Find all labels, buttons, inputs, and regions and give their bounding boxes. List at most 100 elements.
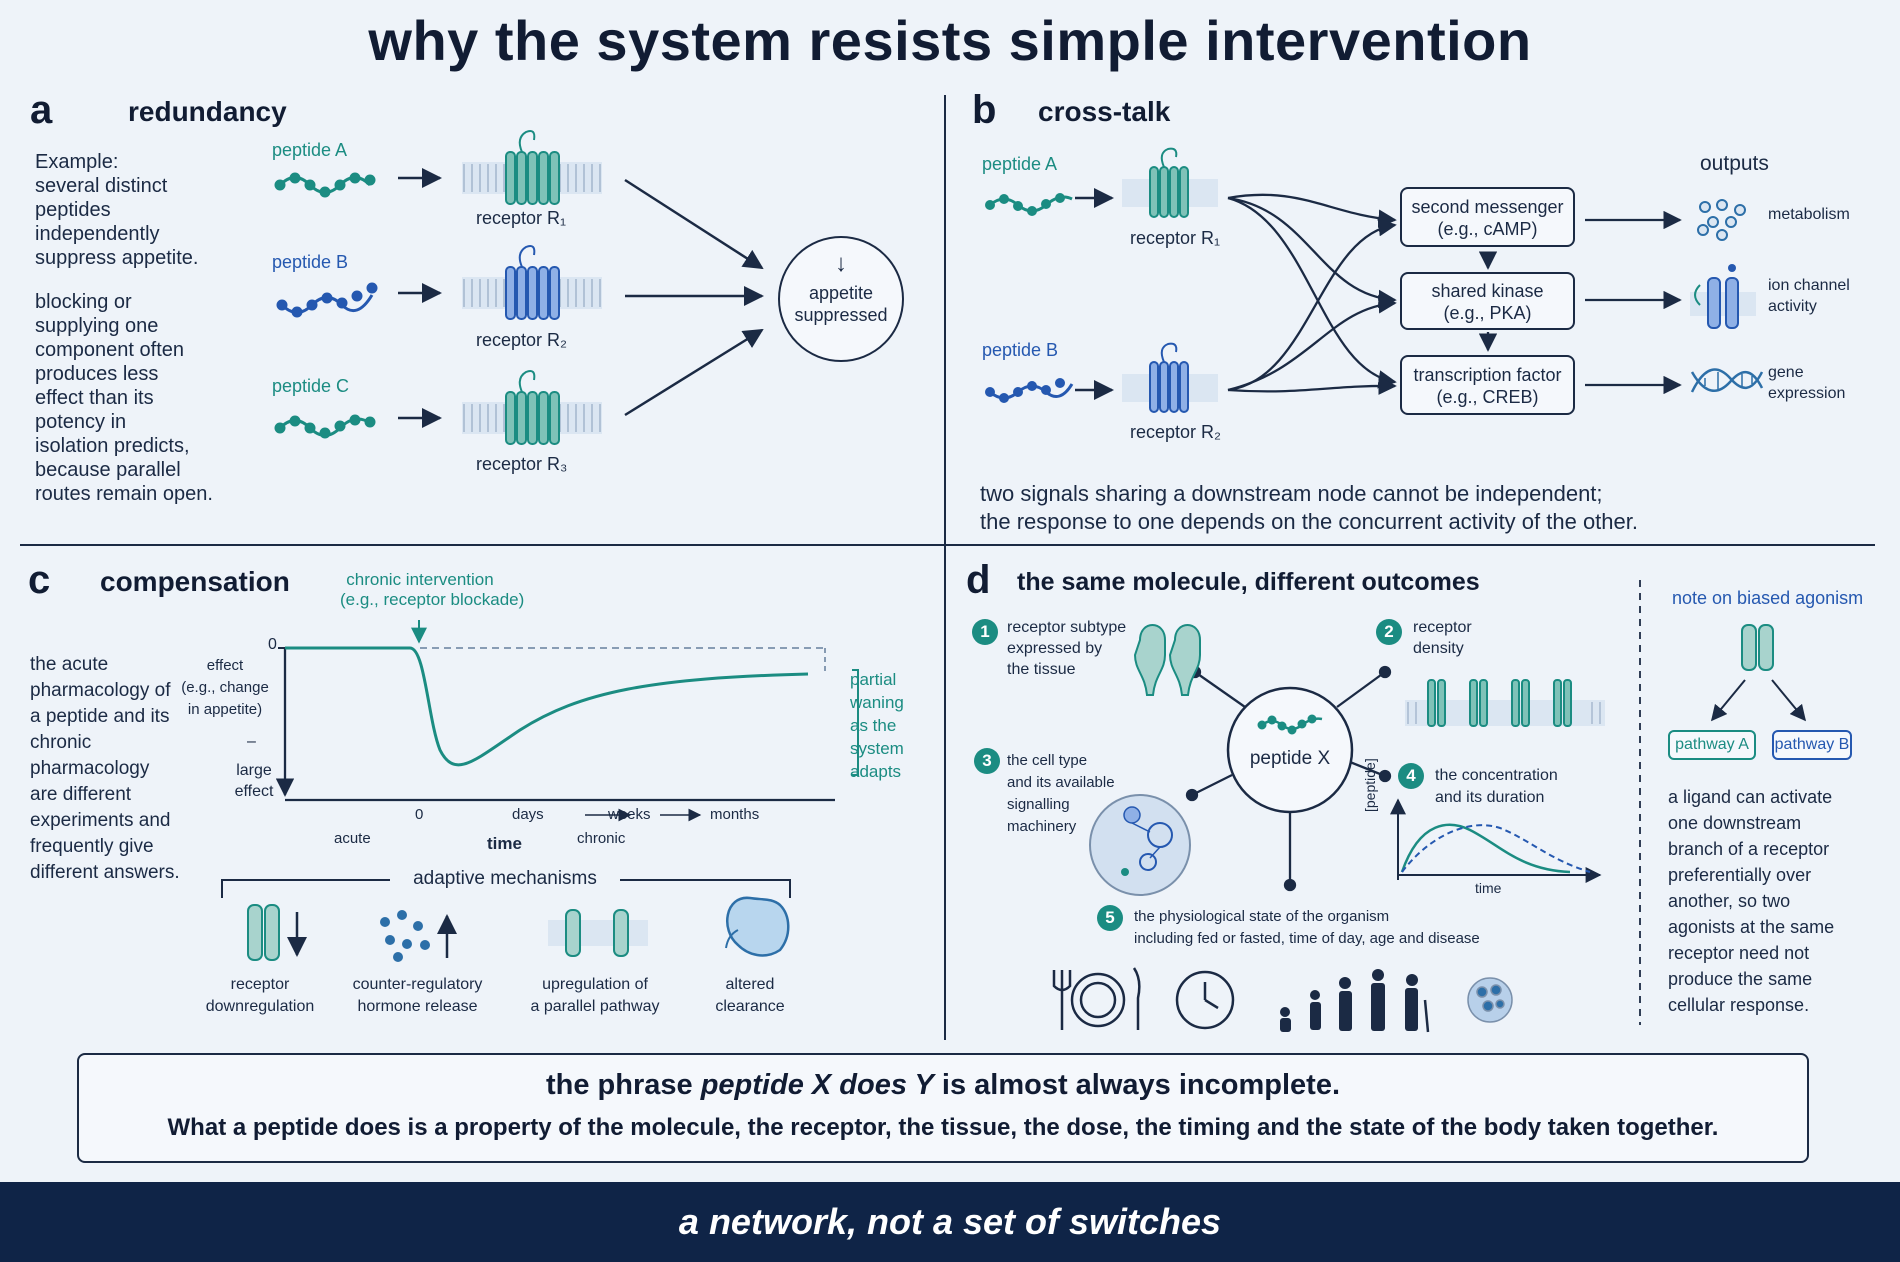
note-text-line: one downstream — [1668, 813, 1802, 833]
receptor-icon-r1 — [461, 130, 603, 205]
peptide-c-label: peptide C — [272, 376, 350, 396]
factor-4-line2: and its duration — [1435, 789, 1545, 806]
node-shared-kinase-line2: (e.g., PKA) — [1443, 303, 1532, 323]
panel-b-caption: two signals sharing a downstream node ca… — [980, 480, 1638, 536]
mech2-line2: hormone release — [357, 998, 478, 1015]
node-transcription-factor-line2: (e.g., CREB) — [1436, 387, 1539, 407]
conclusion-line2: What a peptide does is a property of the… — [167, 1114, 1719, 1141]
ion-channel-icon — [1690, 264, 1756, 329]
factor-1-text: receptor subtype expressed by the tissue — [1007, 617, 1126, 680]
y-bottom-dash: – — [247, 733, 256, 750]
output-ion-channel-line2: activity — [1768, 298, 1817, 315]
output-metabolism: metabolism — [1768, 204, 1850, 225]
factor-3-text: the cell type and its available signalli… — [1007, 750, 1115, 838]
panel-c-letter: c — [28, 558, 51, 602]
conc-y-label: [peptide] — [1362, 758, 1378, 812]
output-gene-expression: gene expression — [1768, 362, 1845, 404]
panel-a-letter: a — [30, 88, 53, 132]
outcome-line2: suppressed — [794, 305, 888, 325]
y-bottom-label: large effect — [224, 760, 284, 802]
panel-a-description-line: Example: — [35, 151, 119, 173]
factor-3-line4: machinery — [1007, 818, 1077, 835]
conc-x-label: time — [1475, 880, 1502, 896]
factor-1-number: 1 — [972, 619, 998, 645]
factor-5-line1: the physiological state of the organism — [1134, 908, 1390, 925]
b-receptor-r2-label: receptor R₂ — [1130, 422, 1222, 442]
panel-a-description-line — [35, 270, 225, 290]
output-ion-channel-line1: ion channel — [1768, 277, 1850, 294]
peptide-x-label: peptide X — [1249, 748, 1331, 769]
concentration-chart — [1390, 798, 1602, 883]
peptide-b-label: peptide B — [272, 252, 349, 272]
mech3-line2: a parallel pathway — [530, 998, 660, 1015]
age-figures-icon — [1280, 969, 1430, 1033]
y-bottom-line2: effect — [234, 783, 274, 800]
receptor-density-icon — [1405, 679, 1605, 727]
peptide-chain-icon-b-b — [985, 378, 1074, 403]
panel-c-heading: compensation — [100, 566, 290, 597]
conclusion-pre: the phrase — [545, 1069, 701, 1101]
parallel-pathway-icon — [548, 909, 648, 957]
factor-2-number: 2 — [1376, 619, 1402, 645]
panel-c-description-line: frequently give — [30, 836, 154, 857]
intervention-label: chronic intervention (e.g., receptor blo… — [340, 570, 524, 610]
x-zero-tick: 0 — [415, 806, 424, 823]
peptide-chain-icon-x — [1257, 714, 1323, 735]
conclusion-post: is almost always incomplete. — [933, 1069, 1340, 1101]
mechanism-receptor-downregulation: receptor downregulation — [190, 974, 330, 1018]
panel-a-description-line: several distinct — [35, 175, 168, 197]
panel-a-description-line: produces less — [35, 363, 159, 385]
x-days: days — [512, 806, 544, 823]
panel-b-caption-line2: the response to one depends on the concu… — [980, 509, 1638, 534]
peptide-chain-icon-a — [274, 172, 376, 198]
mech3-line1: upregulation of — [542, 976, 648, 993]
panel-c-description-line: a peptide and its — [30, 706, 170, 727]
clock-icon — [1175, 970, 1235, 1030]
peptide-chain-icon-b-a — [985, 193, 1073, 216]
node-transcription-factor: transcription factor (e.g., CREB) — [1400, 355, 1575, 415]
appetite-outcome-node: ↓ appetite suppressed — [778, 236, 904, 362]
receptor-downregulation-icon — [247, 904, 307, 961]
y-axis-label-line: in appetite) — [187, 701, 263, 718]
panel-d-letter: d — [966, 558, 991, 602]
mechanism-altered-clearance: altered clearance — [695, 974, 805, 1018]
y-axis-label-line: (e.g., change — [181, 679, 269, 696]
conclusion-line1: the phrase peptide X does Y is almost al… — [79, 1069, 1807, 1102]
output-gene-line1: gene — [1768, 364, 1804, 381]
pathway-b-pill: pathway B — [1772, 730, 1852, 760]
panel-c-description-line: different answers. — [30, 862, 180, 883]
factor-5-text: the physiological state of the organism … — [1134, 906, 1480, 950]
panel-c-description-line: the acute — [30, 654, 109, 675]
waning-label-line: adapts — [850, 762, 902, 781]
note-text-line: produce the same — [1668, 969, 1813, 989]
node-shared-kinase-line1: shared kinase — [1431, 281, 1544, 301]
hormone-release-icon — [380, 910, 457, 962]
molecules-icon — [1697, 199, 1746, 241]
x-weeks: weeks — [608, 806, 651, 823]
panel-a-description-line: supplying one — [35, 315, 159, 337]
panel-a-heading: redundancy — [128, 96, 287, 127]
receptor-subtype-icon — [1133, 624, 1201, 696]
receptor-icon-r3 — [461, 370, 603, 445]
kidney-icon — [725, 896, 790, 957]
factor-4-number: 4 — [1398, 763, 1424, 789]
waning-label-line: system — [850, 739, 904, 758]
b-receptor-r1-label: receptor R₁ — [1130, 228, 1221, 248]
factor-4-text: the concentration and its duration — [1435, 765, 1558, 809]
panel-a-description-line: effect than its — [35, 387, 154, 409]
factor-2-line2: density — [1413, 640, 1464, 657]
conclusion-emphasis: peptide X does Y — [700, 1069, 934, 1101]
cell-icon — [1089, 794, 1191, 896]
compensation-graph — [275, 620, 859, 822]
waning-label-line: waning — [850, 693, 904, 712]
receptor-icon-b-r2 — [1122, 342, 1218, 413]
note-text-line: agonists at the same — [1668, 917, 1835, 937]
panel-a-description-line: component often — [35, 339, 184, 361]
panel-c-description-line: chronic — [30, 732, 92, 753]
outcome-line1: appetite — [808, 283, 874, 303]
node-transcription-factor-line1: transcription factor — [1413, 365, 1562, 385]
